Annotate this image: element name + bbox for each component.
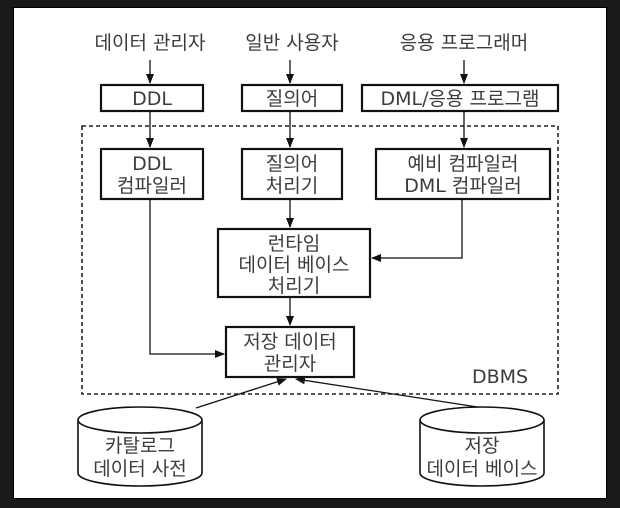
arrow-database-to-storage — [295, 376, 485, 409]
database-line-1: 저장 — [465, 435, 500, 457]
ddl-compiler-box: DDL 컴파일러 — [99, 147, 205, 201]
dbms-boundary — [81, 125, 559, 395]
catalog-cylinder: 카탈로그 데이터 사전 — [77, 406, 203, 487]
database-line-2: 데이터 베이스 — [427, 458, 538, 480]
query-processor-line-1: 질의어 — [266, 153, 318, 175]
arrow-dml-compiler-to-runtime — [371, 200, 463, 262]
runtime-processor-box: 런타임 데이터 베이스 처리기 — [216, 227, 372, 299]
dbms-label: DBMS — [472, 366, 528, 388]
dml-program-label: DML/응용 프로그램 — [381, 88, 540, 110]
dbms-architecture-diagram: 데이터 관리자 일반 사용자 응용 프로그래머 DDL 질의어 DML/응용 프… — [77, 32, 560, 487]
user-general-label: 일반 사용자 — [245, 32, 338, 54]
diagram-canvas: 데이터 관리자 일반 사용자 응용 프로그래머 DDL 질의어 DML/응용 프… — [14, 8, 606, 498]
query-label: 질의어 — [266, 88, 318, 110]
dml-compiler-line-2: DML 컴파일러 — [404, 175, 522, 197]
query-processor-line-2: 처리기 — [266, 175, 318, 197]
user-dba-label: 데이터 관리자 — [95, 32, 206, 54]
dml-compiler-line-1: 예비 컴파일러 — [408, 153, 519, 175]
arrow-catalog-to-storage — [195, 377, 287, 409]
ddl-box: DDL — [99, 83, 205, 113]
query-processor-box: 질의어 처리기 — [240, 147, 344, 201]
database-cylinder: 저장 데이터 베이스 — [419, 406, 545, 487]
arrow-ddl-compiler-to-storage — [149, 200, 225, 358]
storage-manager-line-1: 저장 데이터 — [243, 331, 336, 353]
ddl-compiler-line-2: 컴파일러 — [117, 175, 187, 197]
catalog-line-1: 카탈로그 — [105, 435, 175, 457]
ddl-label: DDL — [132, 88, 172, 110]
catalog-line-2: 데이터 사전 — [93, 458, 186, 480]
storage-manager-box: 저장 데이터 관리자 — [224, 325, 356, 379]
user-programmer-label: 응용 프로그래머 — [400, 32, 528, 54]
runtime-line-1: 런타임 — [268, 233, 320, 255]
ddl-compiler-line-1: DDL — [132, 153, 172, 175]
runtime-line-3: 처리기 — [268, 275, 320, 297]
dml-compiler-box: 예비 컴파일러 DML 컴파일러 — [374, 147, 552, 201]
dml-program-box: DML/응용 프로그램 — [360, 83, 560, 113]
storage-manager-line-2: 관리자 — [264, 353, 316, 375]
query-box: 질의어 — [240, 83, 344, 113]
runtime-line-2: 데이터 베이스 — [239, 254, 350, 276]
